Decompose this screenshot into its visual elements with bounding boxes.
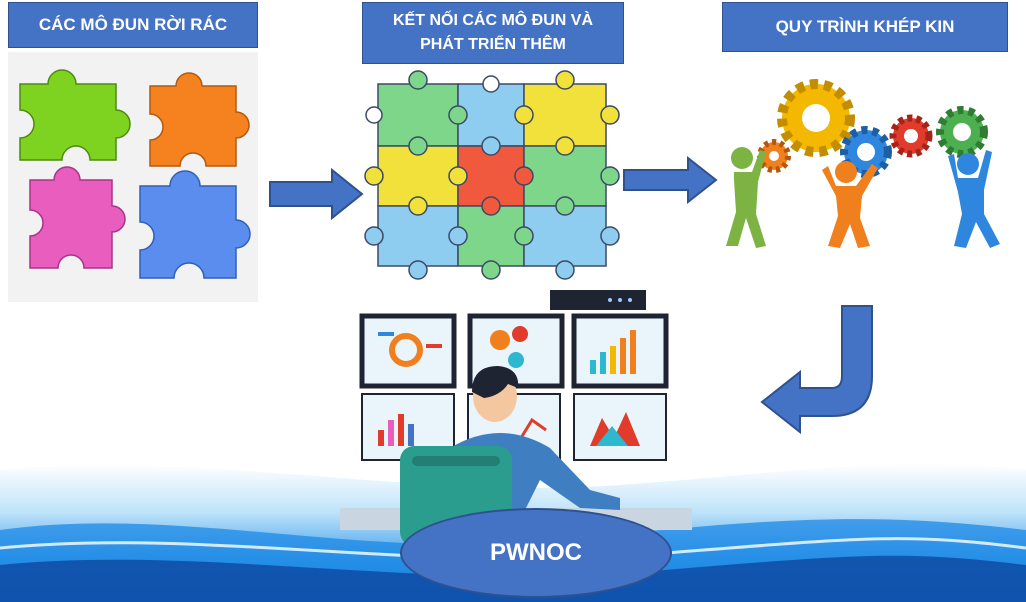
puzzle-piece-icon	[139, 170, 251, 279]
person-icon	[726, 147, 766, 248]
person-icon	[948, 150, 1000, 248]
monitor-icon	[571, 313, 669, 389]
puzzle-piece-icon	[19, 69, 131, 161]
stage-title-closed-loop-process: QUY TRÌNH KHÉP KIN	[722, 2, 1008, 52]
monitor-icon	[359, 313, 457, 389]
gear-icon	[936, 106, 988, 158]
monitor-icon	[573, 393, 667, 461]
gear-icon	[777, 79, 855, 157]
stage-title-connect-modules: KẾT NỐI CÁC MÔ ĐUN VÀ PHÁT TRIỂN THÊM	[362, 2, 624, 64]
gear-icon	[889, 114, 933, 158]
stage-title-discrete-modules: CÁC MÔ ĐUN RỜI RÁC	[8, 2, 258, 48]
pwnoc-label: PWNOC	[400, 508, 672, 598]
puzzle-piece-icon	[29, 166, 126, 269]
person-icon	[822, 161, 878, 248]
puzzle-piece-icon	[149, 72, 250, 167]
